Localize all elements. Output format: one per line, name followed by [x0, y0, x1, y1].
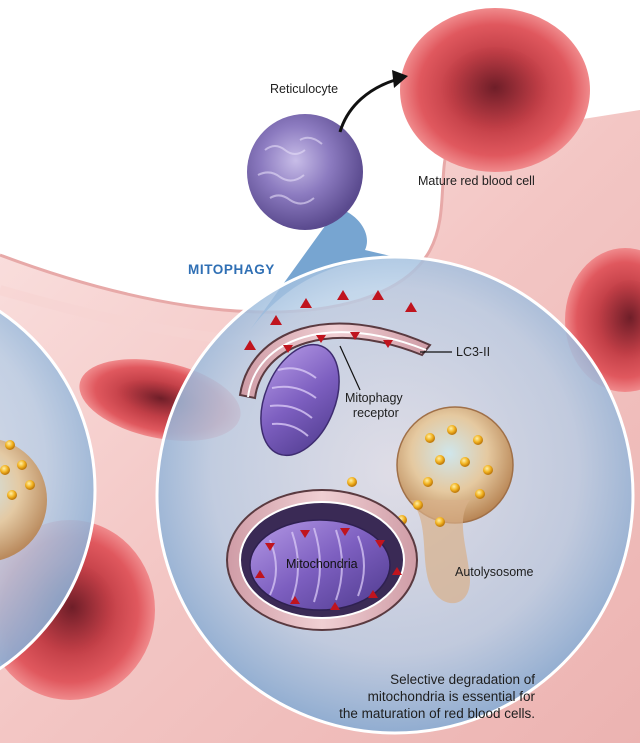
mature-rbc-label: Mature red blood cell	[418, 174, 535, 188]
autophagosome	[226, 489, 418, 631]
mitophagy-receptor-line1: Mitophagy	[345, 391, 403, 405]
autophagosome-lc3-markers	[255, 528, 402, 610]
lc3-ii-markers	[244, 290, 417, 353]
label-leaders	[339, 345, 452, 391]
caption-line-3: the maturation of red blood cells.	[339, 706, 535, 721]
left-zoom-lens	[0, 309, 97, 671]
mitophagy-title: MITOPHAGY	[188, 262, 275, 277]
main-zoom-lens	[155, 255, 635, 735]
autolysosome-label: Autolysosome	[455, 565, 534, 579]
caption-line-1: Selective degradation of	[390, 672, 535, 687]
maturation-arrow	[338, 70, 408, 133]
reticulocyte-label: Reticulocyte	[270, 82, 339, 96]
mature-red-blood-cell	[400, 8, 590, 172]
caption-line-2: mitochondria is essential for	[367, 689, 535, 704]
mitophagy-receptor-label: Mitophagy receptor	[345, 391, 403, 421]
mitochondrion-free	[260, 343, 340, 457]
mitochondria-label: Mitochondria	[286, 557, 358, 571]
mitophagy-receptor-line2: receptor	[352, 406, 399, 420]
figure-caption: Selective degradation of mitochondria is…	[339, 671, 535, 722]
reticulocyte	[247, 114, 363, 230]
lc3-ii-label: LC3-II	[456, 345, 491, 359]
phagophore-membrane	[238, 322, 432, 400]
